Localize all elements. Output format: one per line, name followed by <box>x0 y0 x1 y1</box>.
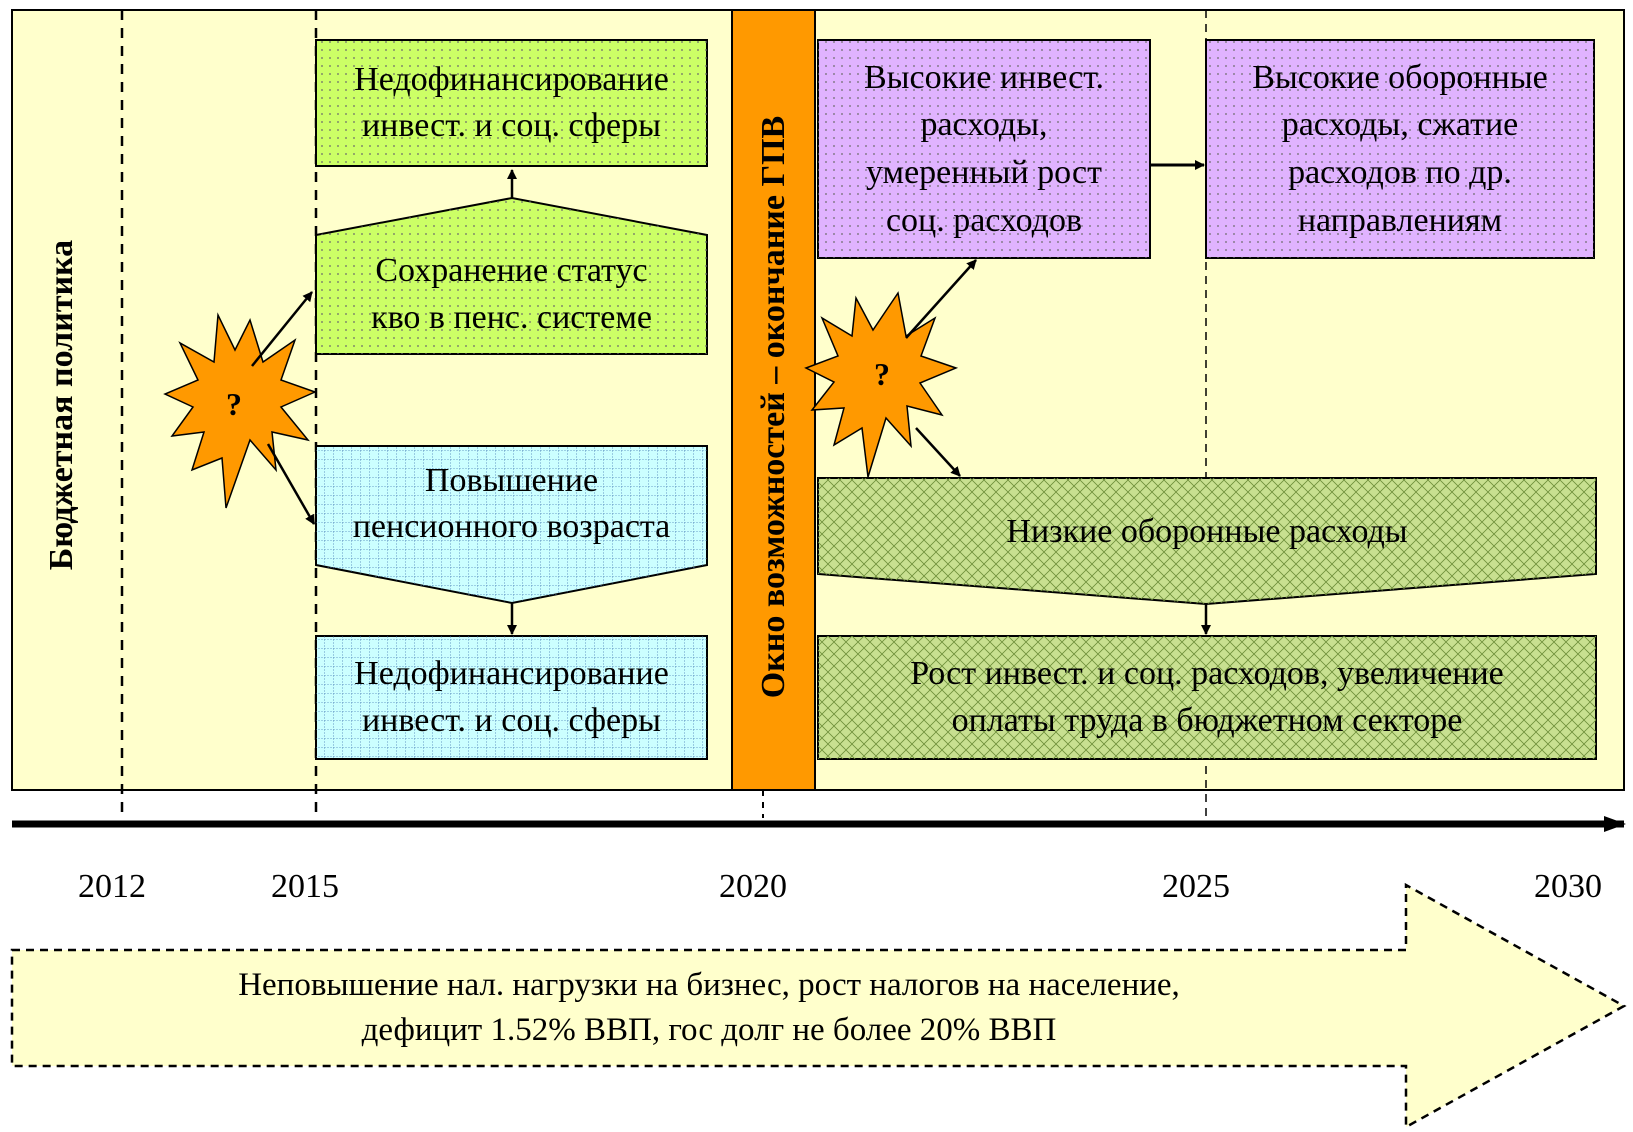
year-2020: 2020 <box>719 868 787 905</box>
arrow-burst2-down <box>915 427 961 477</box>
left-title: Бюджетная политика <box>43 239 80 571</box>
year-2030: 2030 <box>1534 868 1602 905</box>
burst-question-1: ? <box>226 386 242 422</box>
arrow-burst1-down <box>266 443 316 525</box>
burst-icon-2 <box>804 291 959 478</box>
year-2025: 2025 <box>1162 868 1230 905</box>
label-low-defense: Низкие оборонные расходы <box>1006 512 1408 550</box>
arrow-burst2-up <box>905 259 977 339</box>
arrow-burst1-up <box>251 291 313 367</box>
window-bar <box>731 9 816 791</box>
burst-icon-1 <box>163 312 318 509</box>
fiscal-arrow <box>10 882 1627 1130</box>
label-fiscal: Неповышение нал. нагрузки на бизнес, рос… <box>238 967 1180 1048</box>
burst-question-2: ? <box>874 356 890 392</box>
window-title: Окно возможностей – окончание ГПВ <box>755 115 792 699</box>
label-growth: Рост инвест. и соц. расходов, увеличение… <box>910 655 1504 739</box>
year-2015: 2015 <box>271 868 339 905</box>
year-2012: 2012 <box>78 868 146 905</box>
